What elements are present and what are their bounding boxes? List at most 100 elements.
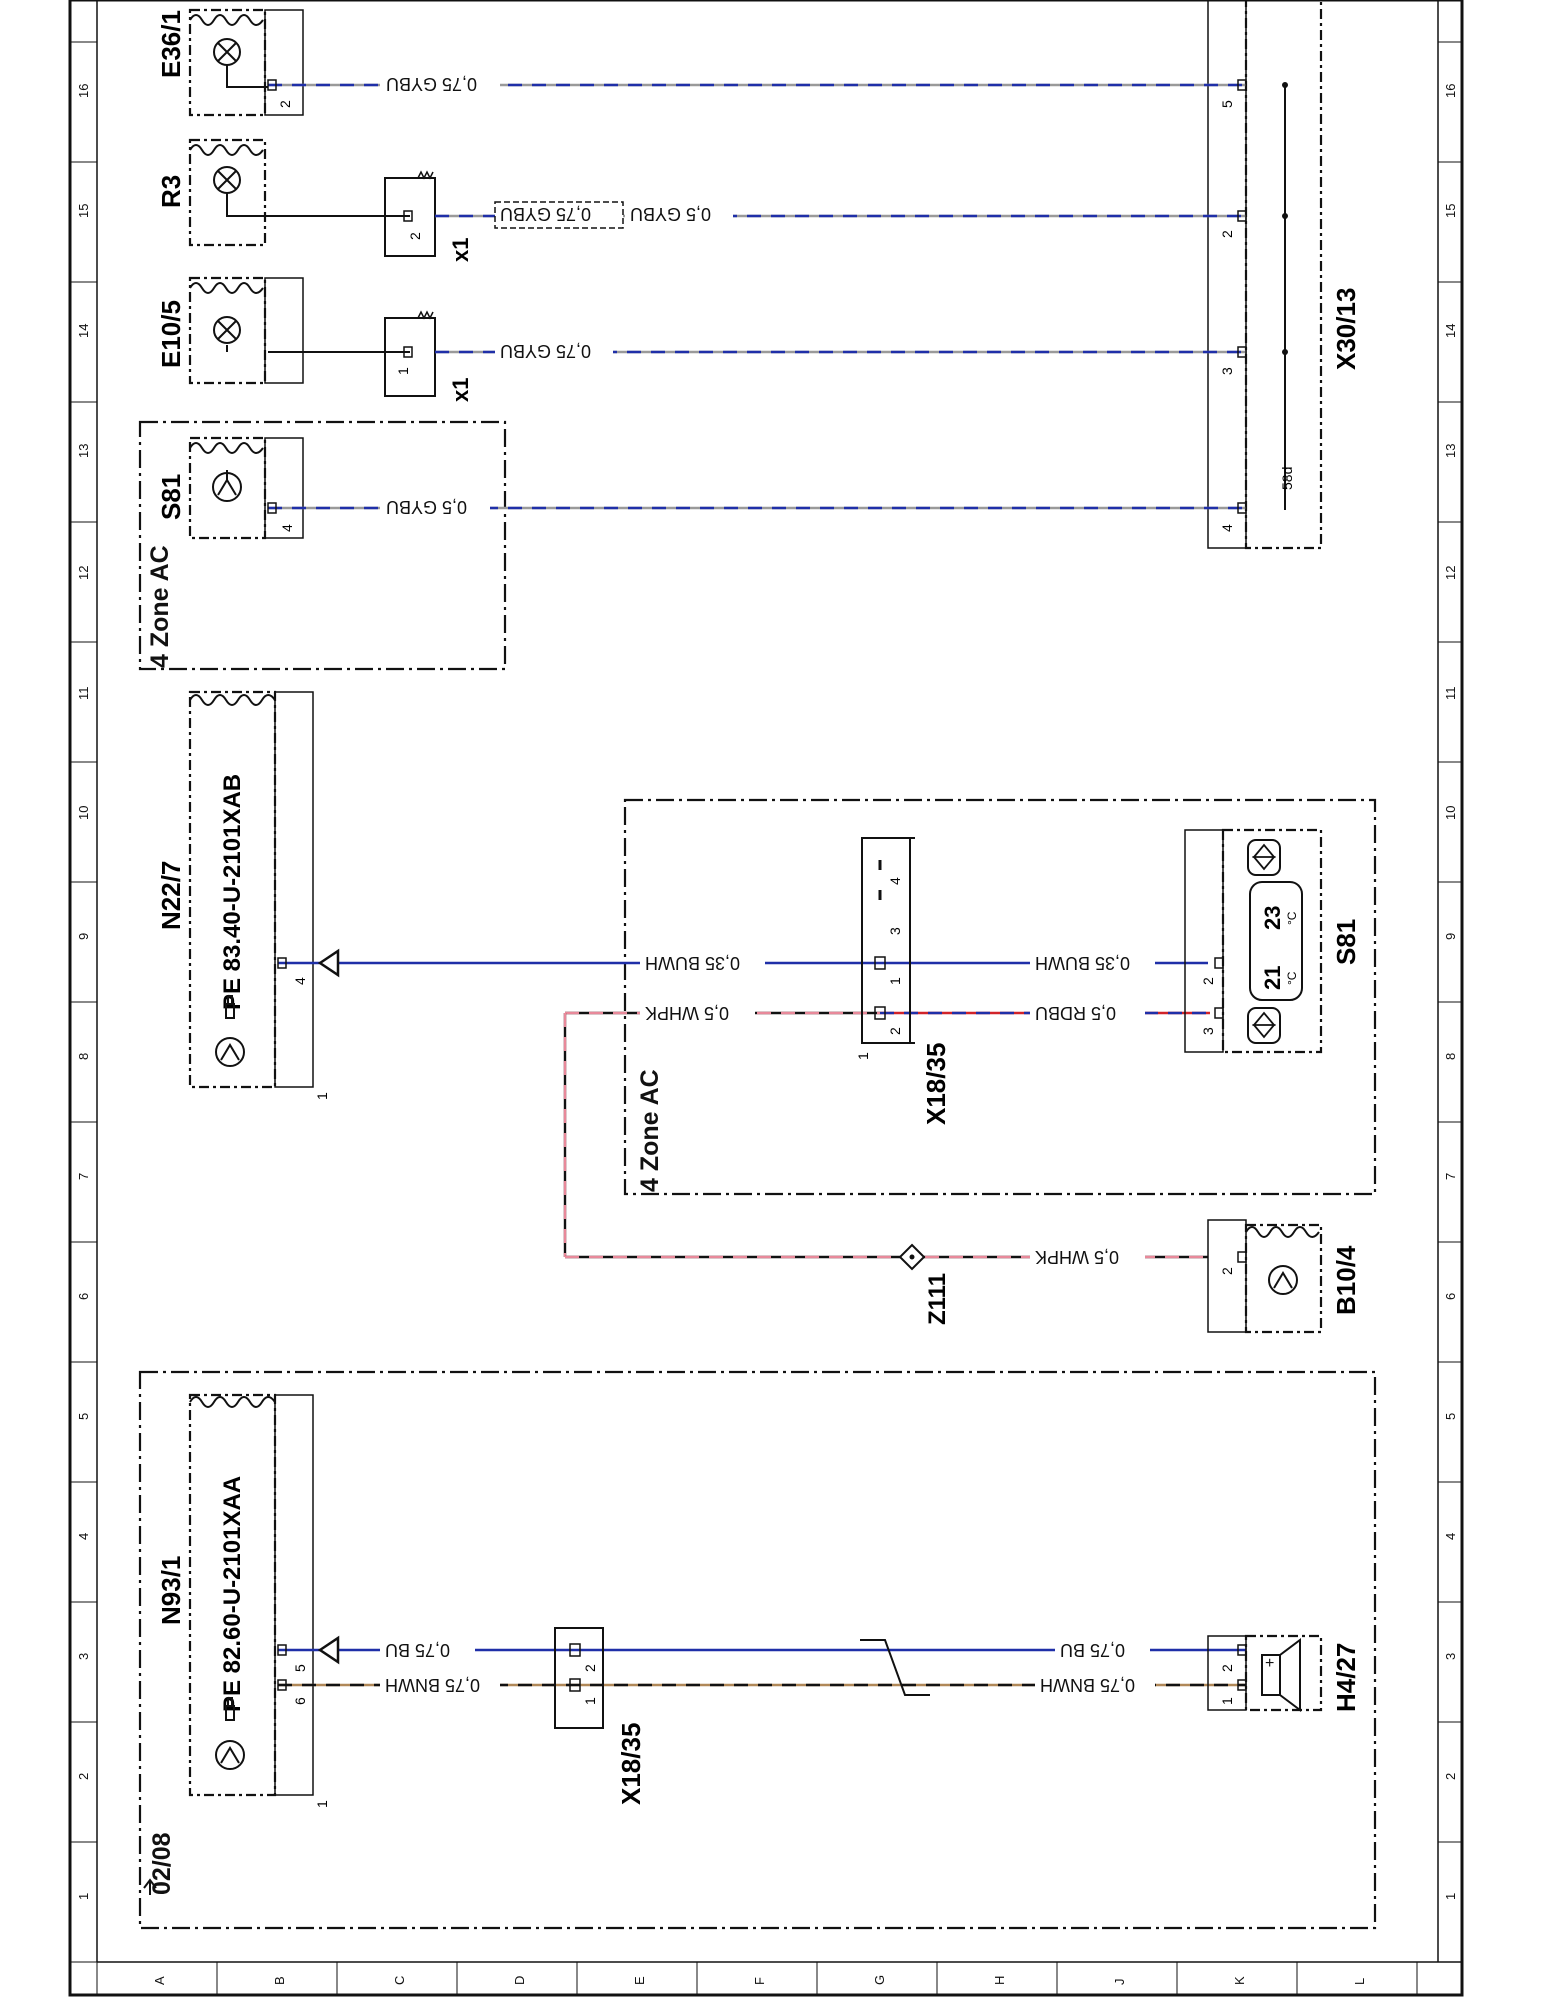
connector-x1-r3: 2: [384, 170, 436, 257]
row-letter: B: [272, 1976, 287, 1985]
pin-label: 3: [1219, 367, 1235, 375]
n93-pe-ref: PE 82.60-U-2101XAA: [219, 1476, 246, 1712]
col-num: 4: [76, 1533, 91, 1540]
pin-label: 2: [277, 100, 293, 108]
col-num: 4: [1443, 1533, 1458, 1540]
pin-label: 1: [887, 977, 903, 985]
wire-label: 0,75 BNWH: [1040, 1675, 1135, 1695]
temp-right: 23: [1260, 906, 1285, 930]
wire-label: 0,75 GYBU: [386, 74, 477, 94]
wire-label: 0,5 GYBU: [386, 497, 467, 517]
pin-label: 58d: [1279, 467, 1295, 490]
wire-label: 0,5 RDBU: [1035, 1003, 1116, 1023]
component-b10-4: 2: [1207, 1219, 1323, 1334]
svg-text:+: +: [1265, 1655, 1274, 1672]
component-s81-top: 4: [188, 436, 304, 540]
pin-label: 6: [292, 1697, 308, 1705]
col-num: 14: [76, 324, 91, 338]
label-e10-5: E10/5: [156, 300, 186, 368]
arrow-button-up: [1247, 839, 1281, 876]
twisted-pair-marker: [860, 1639, 930, 1696]
col-num: 10: [76, 806, 91, 820]
component-h4-27: + 2 1: [1207, 1634, 1323, 1712]
col-num: 8: [76, 1053, 91, 1060]
revision-label: 02/08: [148, 1832, 176, 1895]
zone-box-mid: [623, 798, 1377, 1196]
col-num: 6: [76, 1293, 91, 1300]
col-num: 9: [76, 933, 91, 940]
temp-left: 21: [1260, 966, 1285, 990]
col-num: 16: [76, 84, 91, 98]
sensor-icon: [1268, 1265, 1298, 1295]
connector-x1-e10: 1: [384, 310, 436, 397]
row-letter: D: [512, 1976, 527, 1985]
pin-label: 2: [1219, 230, 1235, 238]
col-num: 3: [1443, 1653, 1458, 1660]
col-num: 7: [1443, 1173, 1458, 1180]
label-s81-mid: S81: [1331, 919, 1361, 965]
label-x1-r3: x1: [448, 238, 473, 262]
pin-label: 4: [279, 524, 295, 532]
pin-label: 1: [314, 1800, 330, 1808]
hand-pointer-icon: [225, 1697, 235, 1721]
component-r3: [188, 138, 410, 247]
unit: °C: [1285, 911, 1299, 925]
n22-pe-ref: PE 83.40-U-2101XAB: [219, 774, 246, 1010]
wire-label: 0,75 BNWH: [385, 1675, 480, 1695]
col-num: 2: [76, 1773, 91, 1780]
col-num: 5: [76, 1413, 91, 1420]
pin-label: 2: [887, 1027, 903, 1035]
component-n22-7: PE 83.40-U-2101XAB 4 1: [188, 690, 330, 1100]
label-n22-7: N22/7: [156, 861, 186, 930]
col-num: 15: [76, 204, 91, 218]
control-unit-icon: [215, 1037, 245, 1067]
component-e36-1: 2: [188, 8, 304, 117]
wire-label: 0,35 BUWH: [645, 953, 740, 973]
row-letter: H: [992, 1976, 1007, 1985]
component-n93-1: PE 82.60-U-2101XAA 5 6 1: [188, 1393, 330, 1808]
col-num: 8: [1443, 1053, 1458, 1060]
pin-label: 2: [407, 232, 423, 240]
label-x1-e10: x1: [448, 378, 473, 402]
col-num: 10: [1443, 806, 1458, 820]
wire-labels-bottom: 0,75 BU 0,75 BU 0,75 BNWH 0,75 BNWH: [380, 1638, 1155, 1697]
row-letters: A B C D E F G H J K L: [152, 1975, 1367, 1985]
terminal-stubs: [267, 79, 1247, 1691]
col-num: 12: [76, 566, 91, 580]
control-unit-icon: [215, 1740, 245, 1770]
row-letter: F: [752, 1977, 767, 1985]
label-s81-top: S81: [156, 474, 186, 520]
pin-label: 3: [1200, 1027, 1216, 1035]
wire-label: 0,75 GYBU: [500, 341, 591, 361]
component-x30-13: 5 2 3 4 58d: [1207, 0, 1323, 550]
label-e36-1: E36/1: [156, 10, 186, 78]
pin-label: 2: [1219, 1664, 1235, 1672]
label-z111: Z111: [924, 1273, 951, 1325]
row-letter: J: [1112, 1979, 1127, 1986]
wire-label: 0,5 WHPK: [1035, 1247, 1119, 1267]
label-n93-1: N93/1: [156, 1556, 186, 1625]
arrow-button-down: [1247, 1007, 1281, 1044]
row-letter: C: [392, 1976, 407, 1985]
wire-label: 0,35 BUWH: [1035, 953, 1130, 973]
lamp-icon: [213, 166, 241, 194]
connector-x18-35-mid: 4 3 1 2 1: [855, 837, 915, 1060]
col-num: 2: [1443, 1773, 1458, 1780]
col-num: 13: [1443, 444, 1458, 458]
col-num: 6: [1443, 1293, 1458, 1300]
col-num: 5: [1443, 1413, 1458, 1420]
wire-label: 0,75 BU: [385, 1640, 450, 1660]
speaker-icon: +: [1261, 1638, 1301, 1712]
wire-labels-top: 0,75 GYBU 0,75 GYBU 0,5 GYBU 0,75 GYBU 0…: [380, 72, 733, 520]
splice-z111: [898, 1243, 926, 1271]
lamp-icon: [213, 316, 241, 344]
pin-label: 4: [1219, 524, 1235, 532]
col-num: 11: [1443, 687, 1458, 701]
col-num: 13: [76, 444, 91, 458]
pin-label: 1: [314, 1092, 330, 1100]
pin-label: 1: [582, 1697, 598, 1705]
pin-label: 1: [1219, 1697, 1235, 1705]
hand-pointer-icon: [225, 995, 235, 1019]
zone-label-mid: 4 Zone AC: [636, 1069, 664, 1192]
